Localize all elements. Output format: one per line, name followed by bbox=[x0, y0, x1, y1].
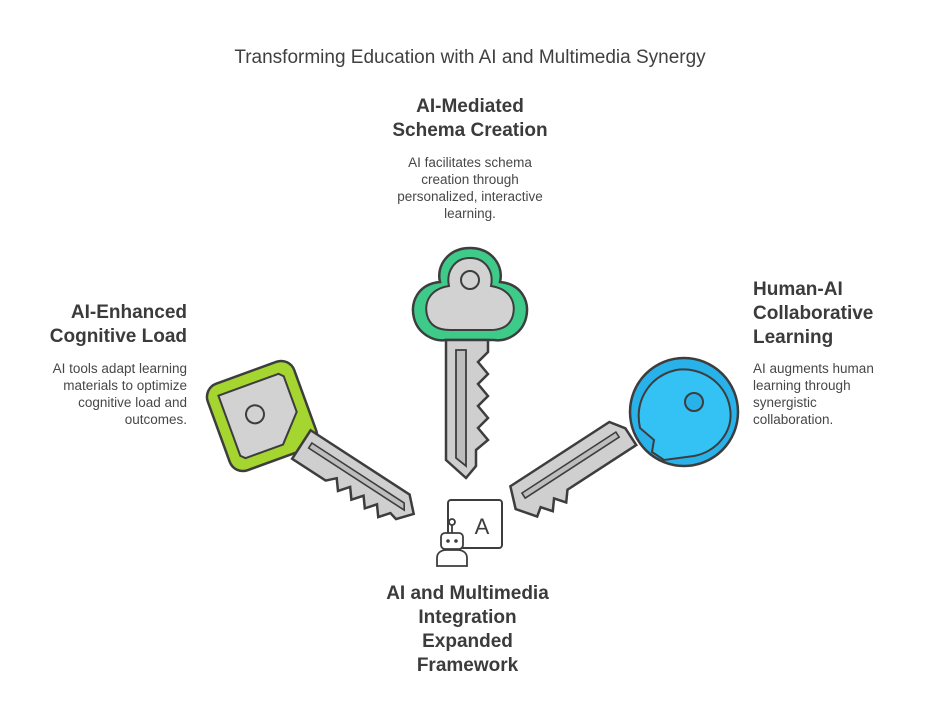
left-key-groove bbox=[307, 441, 406, 512]
robot-eye-left bbox=[446, 539, 450, 543]
robot-antenna-tip bbox=[448, 518, 456, 526]
robot-body bbox=[436, 549, 468, 567]
right-key-blade bbox=[508, 420, 638, 519]
right-key-groove bbox=[520, 430, 621, 500]
left-node-description: AI tools adapt learning materials to opt… bbox=[52, 361, 187, 427]
top-key-hole bbox=[460, 270, 480, 290]
robot-eye-right bbox=[454, 539, 458, 543]
left-node-heading: AI-Enhanced Cognitive Load bbox=[49, 302, 187, 347]
left-key-icon bbox=[205, 359, 416, 521]
right-node-heading: Human-AI Collaborative Learning bbox=[753, 279, 874, 348]
robot-ai-icon: A bbox=[436, 499, 503, 567]
ai-letter: A bbox=[475, 514, 490, 539]
top-key-groove bbox=[455, 349, 467, 468]
top-node-description: AI facilitates schema creation through p… bbox=[397, 155, 543, 221]
left-key-hole bbox=[244, 404, 265, 425]
right-key-bow-inner bbox=[637, 368, 732, 462]
top-key-blade bbox=[444, 338, 490, 480]
robot-head bbox=[440, 532, 464, 550]
diagram-title: Transforming Education with AI and Multi… bbox=[234, 47, 706, 68]
top-key-bow-inner bbox=[425, 256, 515, 331]
right-node-description: AI augments human learning through syner… bbox=[753, 361, 874, 427]
right-key-icon bbox=[508, 356, 740, 519]
right-key-hole bbox=[684, 392, 704, 412]
bottom-node-heading: AI and Multimedia Integration Expanded F… bbox=[386, 583, 549, 676]
top-node-heading: AI-Mediated Schema Creation bbox=[392, 96, 548, 141]
top-key-icon bbox=[411, 246, 529, 480]
